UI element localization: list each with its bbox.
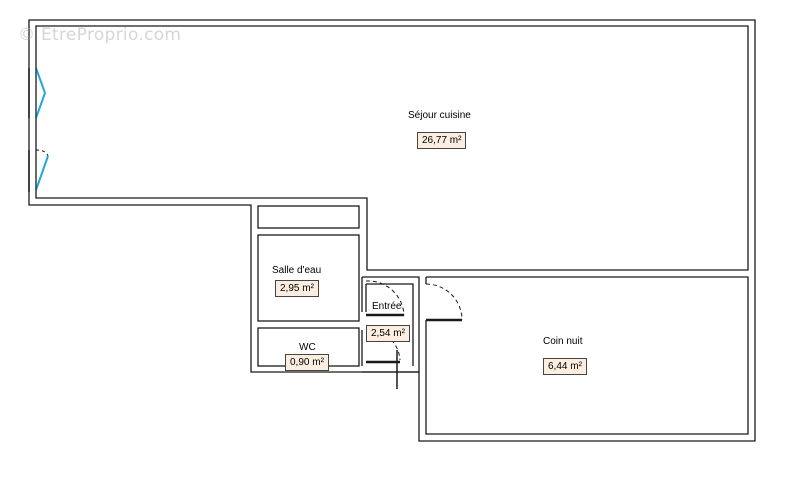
watermark: © EtreProprio.com — [18, 25, 182, 45]
area-badge-entree: 2,54 m² — [366, 325, 410, 342]
room-label-salle-deau: Salle d'eau — [272, 265, 322, 276]
window-left-top — [28, 67, 47, 119]
niche — [257, 205, 360, 229]
entree-wall — [361, 276, 420, 373]
salle-deau-wall — [257, 234, 360, 322]
area-badge-coin-nuit: 6,44 m² — [543, 358, 587, 375]
area-badge-sejour: 26,77 m² — [417, 132, 467, 149]
door-coin-nuit — [425, 283, 463, 322]
room-label-coin-nuit: Coin nuit — [543, 336, 583, 347]
outer-wall-inner — [35, 25, 749, 271]
outer-wall-outer — [28, 19, 756, 442]
room-label-wc: WC — [299, 342, 316, 353]
room-label-sejour: Séjour cuisine — [408, 110, 471, 121]
door-salle-deau — [365, 280, 405, 317]
room-label-entree: Entrée — [372, 301, 402, 312]
coin-nuit-wall — [425, 276, 749, 435]
window-left-bottom — [28, 149, 49, 192]
area-badge-wc: 0,90 m² — [285, 354, 329, 371]
door-wc — [365, 329, 401, 364]
area-badge-salle-deau: 2,95 m² — [275, 280, 319, 297]
